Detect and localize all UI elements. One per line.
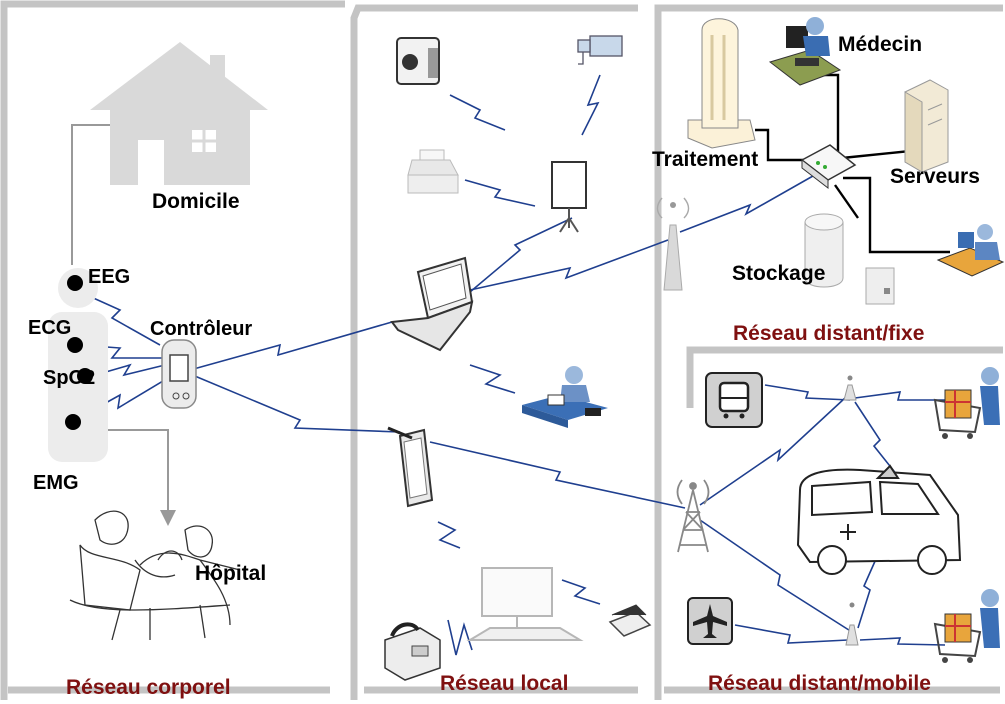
sensor-ecg-dot: [67, 337, 83, 353]
zigzag-phone: [447, 619, 473, 656]
link-laptop-screen: [469, 217, 573, 293]
link-top-shopper: [854, 391, 945, 401]
airplane-icon: [687, 597, 733, 645]
database-icon: [804, 213, 844, 288]
doctor-workstation-icon: [768, 17, 842, 86]
section-title-distant-mobile: Réseau distant/mobile: [708, 672, 931, 695]
mobile-antenna-top: [843, 375, 857, 401]
zigzag-camcorder: [449, 94, 506, 131]
link-eeg: [79, 291, 161, 346]
antenna-icon: [656, 197, 690, 291]
link-bottom-shopper: [859, 637, 946, 646]
operator-desk-icon: [522, 366, 608, 428]
zigzag-fax: [464, 179, 536, 207]
link-ctrl-laptop: [189, 321, 393, 371]
label-serveurs: Serveurs: [890, 165, 980, 188]
zigzag-monitor-scanner: [561, 579, 601, 605]
label-hopital: Hôpital: [195, 562, 267, 585]
cable-stockage: [834, 184, 859, 219]
body-silhouette-icon: [48, 268, 108, 462]
ambulance-icon: [796, 464, 962, 575]
link-tablet-celltower: [429, 441, 686, 509]
zigzag-camera: [581, 74, 601, 136]
desktop-monitor-icon: [466, 567, 584, 641]
frame-corporel: [0, 0, 335, 700]
hospital-scene-icon: [69, 510, 241, 641]
cable-workstation: [843, 176, 950, 254]
phone-fax-icon: [384, 622, 441, 681]
fax-icon: [407, 149, 459, 194]
frame-mobile-inner: [686, 346, 1003, 408]
tablet-icon: [387, 426, 434, 508]
link-cell-top: [699, 397, 846, 506]
scanner-icon: [608, 604, 652, 637]
link-bottom-ambulance: [857, 549, 881, 629]
laptop-icon: [390, 256, 474, 352]
link-laptop-tower: [469, 239, 669, 291]
label-eeg: EEG: [88, 266, 131, 288]
label-emg: EMG: [33, 472, 79, 494]
bus-icon: [705, 372, 763, 428]
link-bus: [764, 384, 851, 401]
section-title-distant-fixe: Réseau distant/fixe: [733, 322, 925, 345]
cell-tower-icon: [676, 479, 710, 553]
frame-local: [350, 4, 638, 700]
label-controleur: Contrôleur: [150, 318, 253, 340]
arrow-to-hopital: [80, 429, 176, 526]
label-spo2: SpO2: [43, 367, 96, 389]
sensor-emg-dot: [65, 414, 81, 430]
sensor-eeg-dot: [67, 275, 83, 291]
mobile-antenna-bottom: [845, 602, 859, 646]
sensor-dots: [65, 275, 93, 430]
projector-screen-icon: [551, 161, 587, 233]
label-stockage: Stockage: [732, 262, 826, 285]
workstation-user-icon: [936, 224, 1005, 277]
storage-unit-icon: [865, 267, 895, 305]
camcorder-icon: [396, 37, 440, 85]
label-medecin: Médecin: [838, 33, 923, 56]
server-icon: [904, 79, 949, 173]
link-tower-switch: [679, 171, 821, 233]
sensor-spo2-dot: [77, 368, 93, 384]
zigzag-tablet-down: [437, 521, 461, 549]
switch-icon: [800, 144, 857, 190]
cable-medecin: [800, 73, 840, 155]
label-traitement: Traitement: [652, 148, 759, 171]
frame-fixe: [654, 4, 1003, 700]
camera-icon: [577, 35, 623, 65]
shopper-cart-icon-bottom: [933, 589, 1000, 663]
link-plane: [734, 624, 849, 644]
mainframe-icon: [687, 18, 756, 149]
house-icon: [90, 42, 268, 185]
section-title-corporel: Réseau corporel: [66, 676, 231, 699]
cable-mainframe: [755, 128, 810, 162]
label-ecg: ECG: [28, 317, 72, 339]
zigzag-operator: [469, 364, 516, 394]
shopper-cart-icon-top: [933, 367, 1000, 439]
link-ctrl-tablet: [189, 373, 401, 433]
section-title-local: Réseau local: [440, 672, 569, 695]
label-domicile: Domicile: [152, 190, 240, 213]
controller-device-icon: [161, 339, 197, 409]
link-cell-bottom: [699, 519, 853, 633]
